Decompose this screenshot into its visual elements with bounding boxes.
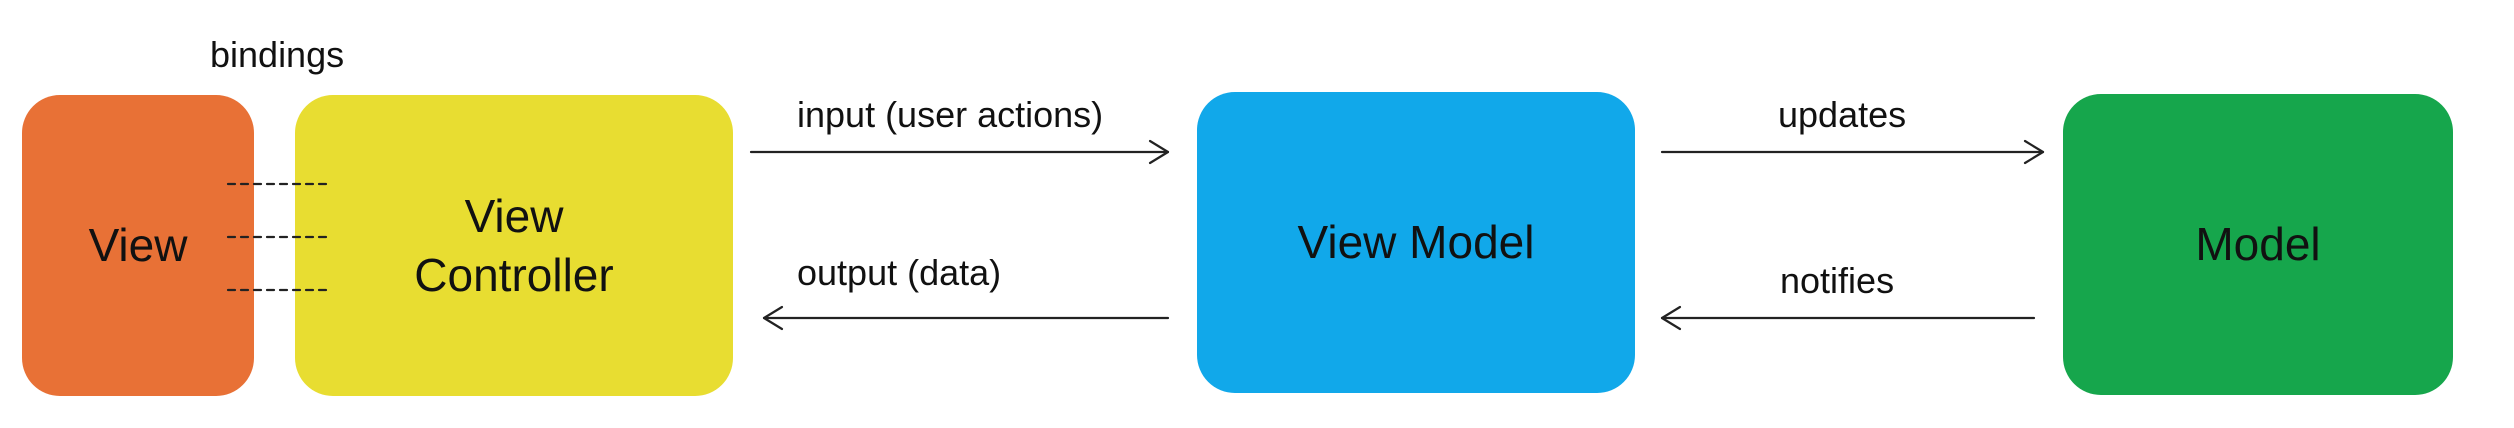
notifies-arrow-label: notifies xyxy=(1780,260,1895,301)
view-box-label: View xyxy=(88,219,188,272)
output-arrow-label: output (data) xyxy=(797,252,1002,293)
view-model-box: View Model xyxy=(1197,92,1635,393)
view-model-label: View Model xyxy=(1297,216,1535,269)
view-box: View xyxy=(22,95,254,396)
model-label: Model xyxy=(2195,218,2321,271)
bindings-label: bindings xyxy=(210,34,345,75)
view-controller-label-line1: View xyxy=(464,189,564,242)
input-arrow-label: input (user actions) xyxy=(797,94,1104,135)
view-controller-box: View Controller xyxy=(295,95,733,396)
updates-arrow-label: updates xyxy=(1778,94,1907,135)
output-arrow xyxy=(762,305,1170,331)
updates-arrow xyxy=(1660,139,2045,165)
notifies-arrow xyxy=(1660,305,2036,331)
view-controller-label-line2: Controller xyxy=(414,248,614,301)
model-box: Model xyxy=(2063,94,2453,395)
input-arrow xyxy=(749,139,1170,165)
